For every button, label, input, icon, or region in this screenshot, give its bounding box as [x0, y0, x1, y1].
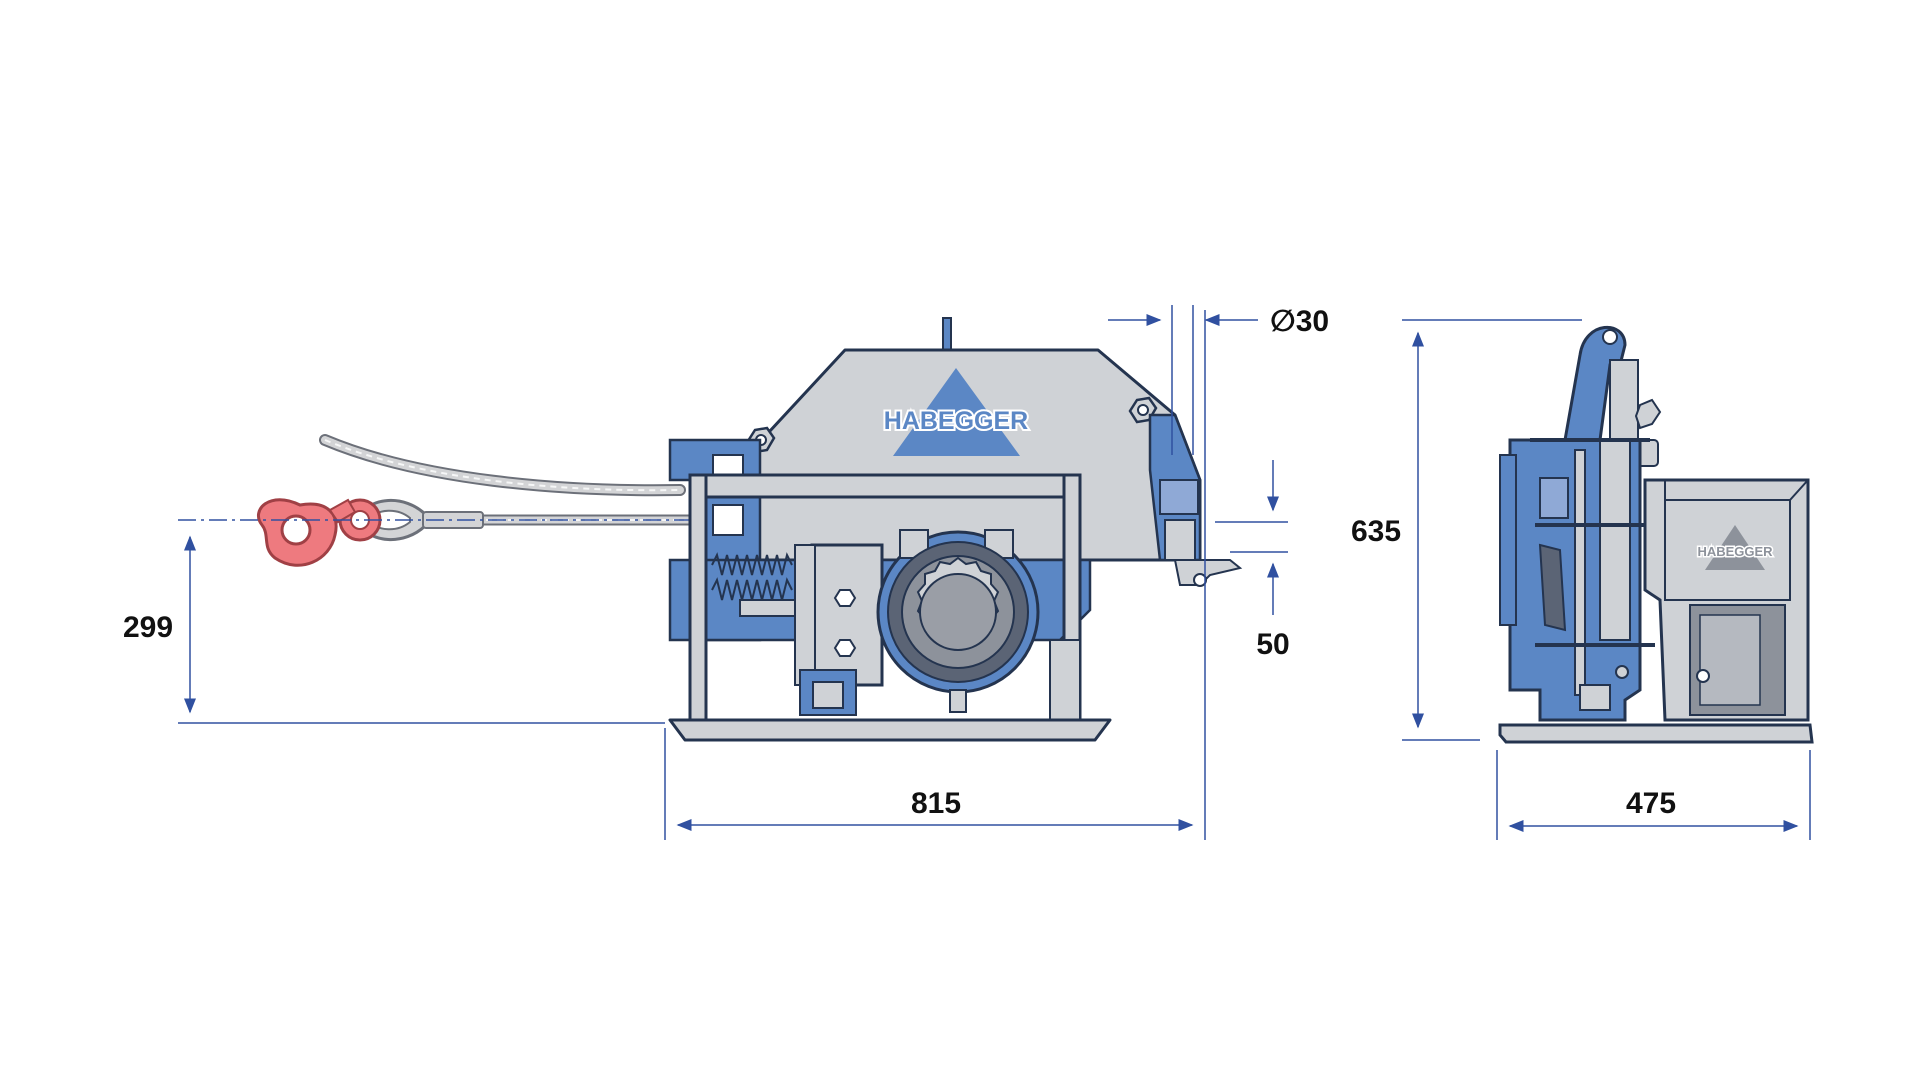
frame-left-post: [688, 473, 708, 722]
front-view-winch: HABEGGER: [178, 317, 1243, 742]
dim-label-diameter: ∅30: [1270, 305, 1329, 338]
side-view-winch: HABEGGER: [1498, 325, 1814, 744]
dim-label-width: 475: [1626, 787, 1676, 820]
side-logo-triangle: [1705, 525, 1765, 570]
frame-top-rail: [688, 473, 1082, 499]
side-base: [1498, 723, 1814, 744]
side-logo-text: HABEGGER: [1697, 544, 1773, 559]
dim-label-hook-height: 299: [123, 611, 173, 644]
dim-label-height: 635: [1351, 515, 1401, 548]
dim-label-length: 815: [911, 787, 961, 820]
base-skid: [668, 718, 1112, 742]
motor-housing: [794, 543, 884, 716]
lifting-hook: [256, 498, 382, 567]
front-logo-triangle: [893, 368, 1020, 456]
dimension-lines: [178, 305, 1811, 840]
dim-label-offset: 50: [1256, 628, 1289, 661]
front-logo-text: HABEGGER: [884, 407, 1028, 435]
capstan-drum: [876, 529, 1040, 713]
